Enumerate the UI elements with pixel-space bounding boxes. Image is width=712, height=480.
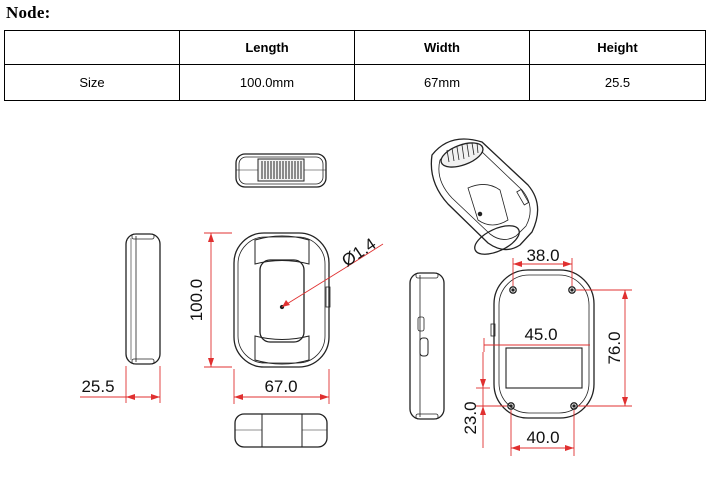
table-row: Size 100.0mm 67mm 25.5 [4,64,706,101]
table-header-row: Length Width Height [4,30,706,65]
dim-back-bottom-label: 40.0 [526,428,559,447]
size-table: Length Width Height Size 100.0mm 67mm 25… [4,30,706,101]
table-cell: 25.5 [529,64,706,101]
dim-back-offset-label: 23.0 [461,401,480,434]
section-title: Node: [6,3,51,22]
dim-width-label: 67.0 [264,377,297,396]
table-header-cell: Height [529,30,706,65]
bottom-view [234,413,328,448]
back-view [490,269,595,419]
table-header-cell: Length [179,30,355,65]
table-cell: 67mm [354,64,530,101]
side-view-right [409,272,445,420]
dim-hole-label: Ø1.4 [338,234,379,270]
dimension-lines [80,232,632,456]
table-header-cell [4,30,180,65]
dimension-arrows [126,233,628,451]
dim-back-top-label: 38.0 [526,246,559,265]
dimension-labels: 100.0 67.0 25.5 Ø1.4 38.0 45.0 76.0 23.0… [81,234,624,447]
dim-height-label: 25.5 [81,377,114,396]
vent-grille [257,158,305,182]
front-view [233,232,331,368]
dim-back-height-label: 76.0 [605,331,624,364]
dim-length-label: 100.0 [187,279,206,322]
top-view [235,153,327,188]
dim-back-window-label: 45.0 [524,325,557,344]
side-view-left [125,233,161,365]
isometric-view [430,138,539,255]
